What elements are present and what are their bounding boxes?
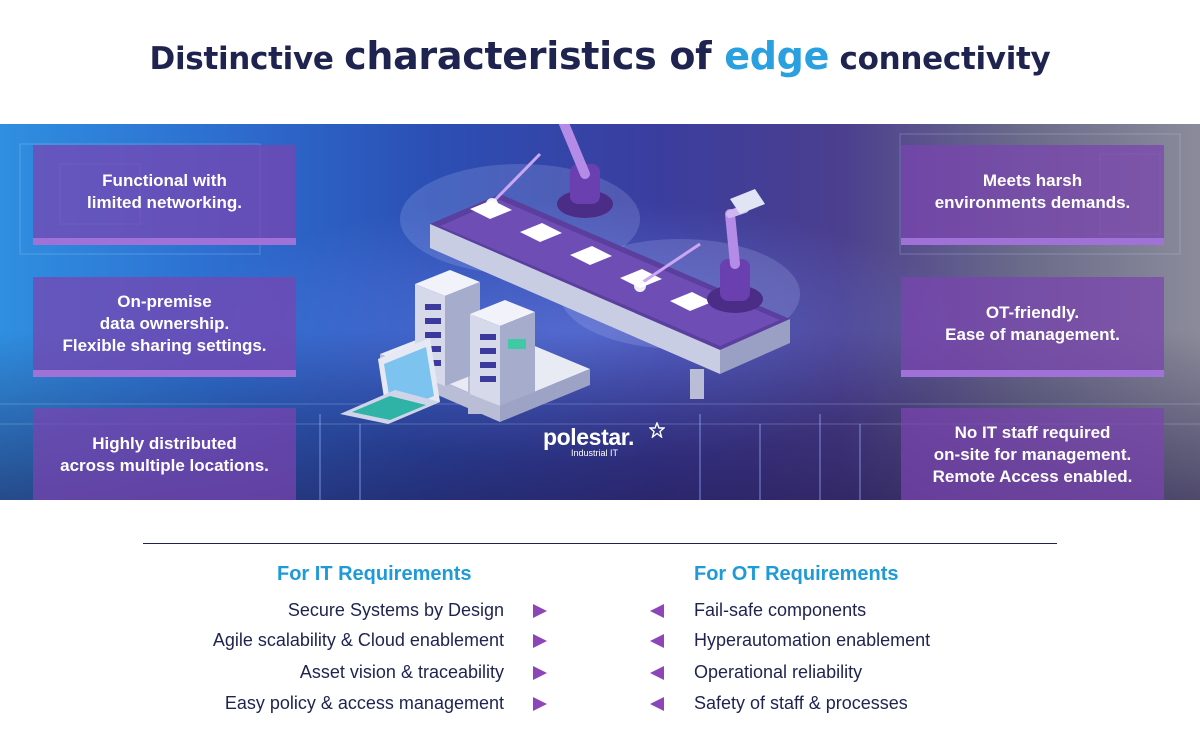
left-box-2-text: On-premise data ownership. Flexible shar…	[62, 291, 267, 355]
ot-item-3: Operational reliability	[694, 662, 863, 682]
ot-item-4: Safety of staff & processes	[694, 693, 908, 713]
it-item-2: Agile scalability & Cloud enablement	[212, 630, 504, 650]
logo-name: polestar.	[543, 424, 634, 450]
ot-item-1: Fail-safe components	[694, 600, 867, 620]
triangle-left-icon	[650, 634, 664, 648]
right-box-1: Meets harsh environments demands.	[901, 145, 1164, 245]
logo-subtitle: Industrial IT	[570, 448, 618, 458]
it-item-4: Easy policy & access management	[224, 693, 504, 713]
right-box-2: OT-friendly. Ease of management.	[901, 277, 1164, 377]
title-part-3: edge	[724, 34, 830, 78]
hero-illustration: Functional with limited networking. On-p…	[0, 124, 1200, 500]
it-item-1: Secure Systems by Design	[287, 600, 504, 620]
left-box-3: Highly distributed across multiple locat…	[33, 408, 296, 500]
it-item-3: Asset vision & traceability	[299, 662, 504, 682]
robot-arm-2	[634, 189, 765, 313]
right-box-3-text: No IT staff required on-site for managem…	[932, 422, 1133, 486]
factory-illustration	[0, 124, 1200, 500]
right-box-2-text: OT-friendly. Ease of management.	[945, 302, 1120, 344]
laptop	[340, 338, 440, 424]
title-part-4: connectivity	[829, 41, 1051, 77]
conveyor-belt	[430, 194, 790, 414]
triangle-right-icon	[533, 666, 547, 680]
left-box-3-text: Highly distributed across multiple locat…	[60, 433, 269, 475]
right-box-1-text: Meets harsh environments demands.	[934, 170, 1131, 212]
right-box-3: No IT staff required on-site for managem…	[901, 408, 1164, 500]
triangle-left-icon	[650, 697, 664, 711]
left-box-2: On-premise data ownership. Flexible shar…	[33, 277, 296, 377]
triangle-left-icon	[650, 604, 664, 618]
polestar-logo: polestar. Industrial IT	[543, 422, 665, 458]
it-requirements-heading: For IT Requirements	[277, 563, 472, 585]
cable-lines	[319, 414, 861, 500]
ot-item-2: Hyperautomation enablement	[694, 630, 931, 650]
server-rack-2	[470, 300, 535, 406]
left-box-1: Functional with limited networking.	[33, 145, 296, 245]
triangle-right-icon	[533, 604, 547, 618]
title-part-1: Distinctive	[149, 41, 345, 77]
robot-arm-1	[486, 124, 613, 218]
triangle-left-icon	[650, 666, 664, 680]
ot-requirements-heading: For OT Requirements	[694, 563, 899, 585]
left-box-1-text: Functional with limited networking.	[87, 170, 242, 212]
triangle-right-icon	[533, 697, 547, 711]
star-icon	[649, 422, 665, 438]
title-part-2: characteristics of	[344, 34, 725, 78]
page-title: Distinctive characteristics of edge conn…	[0, 34, 1200, 78]
triangle-right-icon	[533, 634, 547, 648]
section-divider	[143, 543, 1057, 544]
